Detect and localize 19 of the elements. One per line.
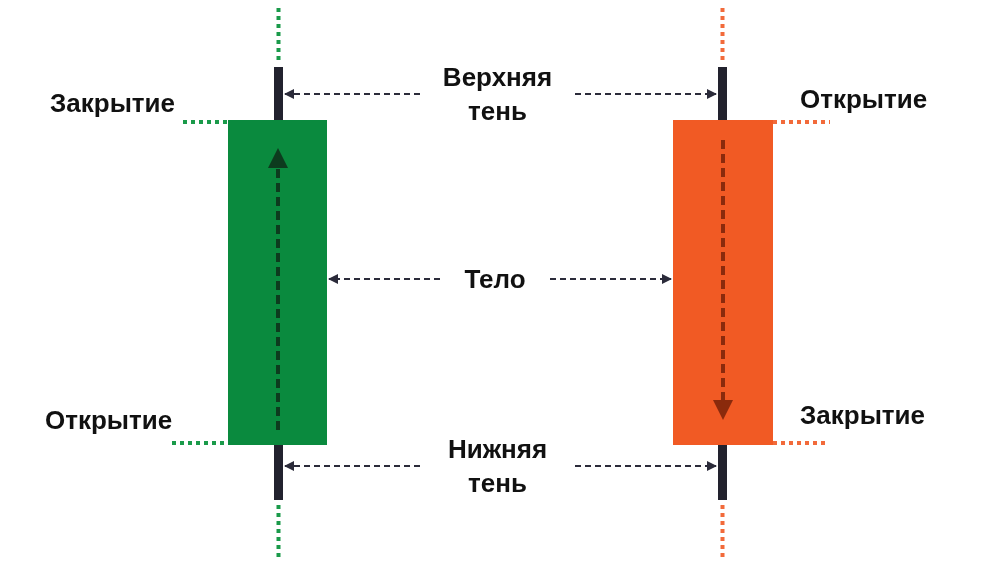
callout-label: Нижняя тень: [446, 433, 549, 500]
price-level-label: Закрытие: [50, 88, 176, 118]
candle-wick: [718, 67, 727, 120]
price-level-label: Открытие: [45, 405, 173, 435]
price-level-label: Открытие: [800, 84, 928, 114]
candle-wick: [718, 445, 727, 500]
dashed-arrow: [284, 461, 421, 471]
dashed-arrow: [549, 274, 672, 284]
candle-wick: [274, 67, 283, 120]
dashed-arrow: [574, 89, 717, 99]
candle-body: [228, 120, 327, 445]
candle-body: [673, 120, 773, 445]
price-level-label: Закрытие: [800, 400, 926, 430]
dashed-arrow: [284, 89, 421, 99]
callout-label: Верхняя тень: [441, 61, 554, 128]
callout-label: Тело: [464, 263, 526, 296]
candle-wick: [274, 445, 283, 500]
dashed-arrow: [328, 274, 441, 284]
dashed-arrow: [574, 461, 717, 471]
